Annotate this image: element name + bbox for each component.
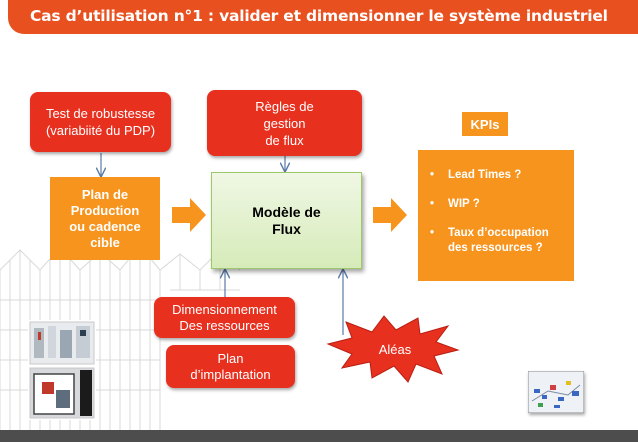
aleas-starburst-icon xyxy=(326,315,460,383)
arrow-right-icon xyxy=(373,198,407,232)
implantation-box: Plan d’implantation xyxy=(166,345,295,388)
footer-bar xyxy=(0,430,638,442)
aleas-label: Aléas xyxy=(378,341,412,357)
robustesse-box: Test de robustesse (variabiité du PDP) xyxy=(30,92,171,152)
arrow-right-icon xyxy=(172,198,206,232)
kpi-item: WIP ? xyxy=(430,197,566,212)
page-title: Cas d’utilisation n°1 : valider et dimen… xyxy=(30,7,608,25)
kpis-label: KPIs xyxy=(462,112,508,136)
kpi-list: Lead Times ? WIP ? Taux d’occupation des… xyxy=(418,150,574,281)
kpi-item: Taux d’occupation des ressources ? xyxy=(430,226,566,256)
kpi-item: Lead Times ? xyxy=(430,168,566,183)
plan-production-box: Plan de Production ou cadence cible xyxy=(50,177,160,260)
title-bar: Cas d’utilisation n°1 : valider et dimen… xyxy=(8,0,638,34)
modele-flux-box: Modèle de Flux xyxy=(211,172,362,269)
dimensionnement-box: Dimensionnement Des ressources xyxy=(154,297,295,338)
factory-photo xyxy=(28,320,96,420)
simulation-3d-thumbnail xyxy=(528,371,584,413)
regles-gestion-box: Règles de gestion de flux xyxy=(207,90,362,156)
